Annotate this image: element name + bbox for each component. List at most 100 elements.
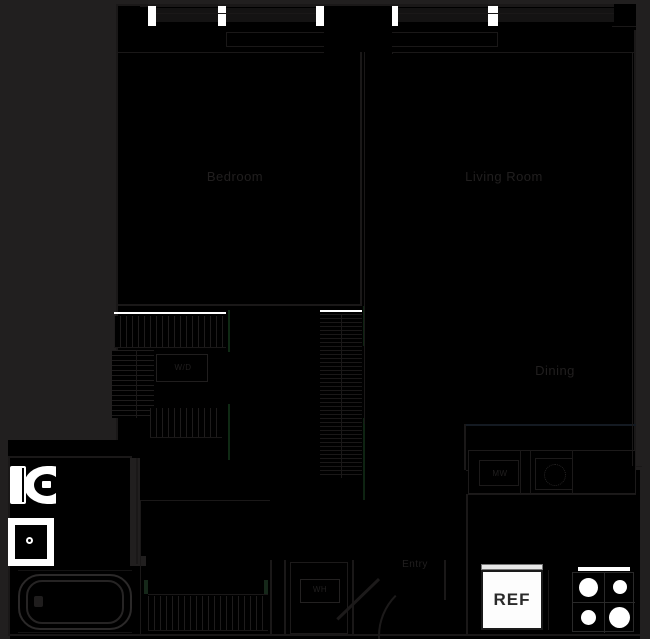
washer-dryer-unit[interactable]: W/D — [156, 354, 208, 382]
wall-kitchen-left — [464, 424, 466, 470]
room-label-living-room: Living Room — [444, 170, 564, 183]
wall-entry-door-left — [352, 560, 354, 634]
window-bedroom-band — [148, 8, 324, 22]
living-room-label-text: Living Room — [465, 169, 543, 184]
wd-label-text: W/D — [174, 363, 192, 372]
balcony-rail-right-2 — [392, 46, 498, 47]
column-top-center — [324, 6, 392, 68]
cooktop-burner-2 — [613, 580, 627, 594]
closet-shelving-side — [112, 350, 154, 418]
door-jamb-hall-1 — [228, 310, 230, 352]
closet-linen[interactable] — [318, 310, 364, 480]
room-label-dining: Dining — [510, 364, 600, 377]
window-bedroom-sill — [156, 13, 316, 14]
refrigerator-right-wall — [548, 570, 549, 630]
closet-entry-jamb-left — [144, 580, 148, 594]
field-bottom-left — [0, 566, 10, 639]
kitchen-microwave[interactable]: MW — [479, 460, 519, 486]
closet-entry-shelving — [148, 596, 268, 630]
balcony-rail-right-end — [497, 32, 498, 46]
room-label-bedroom: Bedroom — [180, 170, 290, 183]
closet-entry-outline — [148, 630, 268, 631]
closet-entry-rod — [148, 594, 268, 595]
jog-top-right-line — [612, 26, 636, 27]
window-living-band — [392, 8, 634, 22]
wall-right-interior — [632, 52, 633, 466]
wall-living-left — [392, 52, 393, 54]
window-living-sill — [398, 13, 626, 14]
wall-bathroom-right — [136, 458, 138, 564]
bedroom-label-text: Bedroom — [206, 169, 264, 184]
interior-wall-below-windows-right — [392, 52, 636, 53]
entry-label-text: Entry — [402, 559, 428, 570]
closet-shelving-upper — [114, 316, 226, 348]
field-left-lower — [0, 440, 8, 639]
washer-dryer-label: W/D — [157, 364, 209, 372]
closet-entry-jamb-right — [264, 580, 268, 594]
window-mullion-2 — [218, 6, 226, 26]
window-mullion-5 — [488, 6, 498, 26]
water-heater-closet[interactable]: WH — [290, 562, 348, 634]
cooktop-vline — [604, 573, 605, 633]
vanity-sink-drain — [26, 537, 33, 544]
field-mid-bottom-gap — [140, 556, 146, 566]
door-jamb-hall-2 — [228, 404, 230, 460]
entry-door-swing-arc — [378, 578, 494, 639]
dining-label-text: Dining — [535, 363, 575, 378]
mw-label-text: MW — [492, 469, 508, 478]
field-top-strip — [118, 0, 650, 6]
wall-hall-top — [140, 500, 270, 501]
balcony-rail-left-2 — [226, 46, 324, 47]
bathtub-edge-top — [18, 570, 132, 571]
cooktop-burner-4 — [609, 607, 630, 628]
jog-right-mid-line — [636, 466, 642, 467]
cooktop[interactable] — [572, 572, 635, 633]
closet-outline-lower — [150, 437, 222, 438]
closet-entry[interactable] — [146, 594, 270, 634]
cooktop-backsplash — [578, 567, 630, 571]
closet-shelving-lower — [150, 408, 222, 438]
balcony-rail-left — [226, 32, 324, 33]
door-jamb-hall-4 — [363, 418, 365, 500]
closet-bedroom-side[interactable] — [110, 350, 156, 420]
field-right-strip — [636, 0, 650, 470]
window-mullion-3 — [316, 6, 324, 26]
exterior-wall-left-upper — [116, 4, 118, 440]
closet-divider-linen — [341, 314, 342, 478]
kitchen-counter-line — [466, 494, 636, 495]
window-mullion-1 — [148, 6, 156, 26]
exterior-wall-bath-top — [8, 456, 132, 458]
closet-outline-upper — [114, 347, 226, 348]
wall-entry-door-right — [444, 560, 446, 600]
bathroom-floor — [56, 458, 130, 564]
exterior-wall-top — [118, 4, 636, 6]
field-top-left — [0, 0, 118, 440]
jog-top-right — [614, 4, 636, 30]
closet-bedroom-lower[interactable] — [148, 406, 224, 440]
toilet-seat-hinge — [42, 481, 51, 488]
wall-entry-right-2 — [284, 560, 286, 634]
refrigerator-label: REF — [493, 590, 531, 609]
cooktop-burner-3 — [581, 610, 596, 625]
closet-bedroom-upper[interactable] — [110, 310, 230, 350]
cabinet-divider-1 — [520, 450, 521, 494]
wall-bedroom-right — [360, 52, 362, 304]
wall-dining-left — [364, 52, 365, 424]
wall-entry-right — [270, 560, 272, 634]
closet-rod-upper — [114, 312, 226, 314]
microwave-label: MW — [480, 470, 520, 478]
refrigerator-top-edge — [481, 564, 543, 570]
kitchen-wall-left-lower — [466, 494, 468, 636]
closet-rod-linen — [320, 310, 362, 312]
kitchen-sink-basin — [544, 464, 566, 486]
kitchen-sink-box[interactable] — [535, 458, 573, 490]
exterior-wall-bottom — [8, 634, 640, 636]
interior-wall-below-windows-left — [118, 52, 324, 53]
notch-linen-topleft — [294, 306, 318, 328]
window-mullion-4 — [390, 6, 398, 26]
notch-linen-bottomleft — [294, 458, 318, 480]
wall-hall-bottom-left — [140, 500, 141, 634]
closet-divider-side — [136, 350, 137, 418]
bathtub-drain — [34, 596, 43, 607]
exterior-wall-right — [634, 4, 636, 466]
